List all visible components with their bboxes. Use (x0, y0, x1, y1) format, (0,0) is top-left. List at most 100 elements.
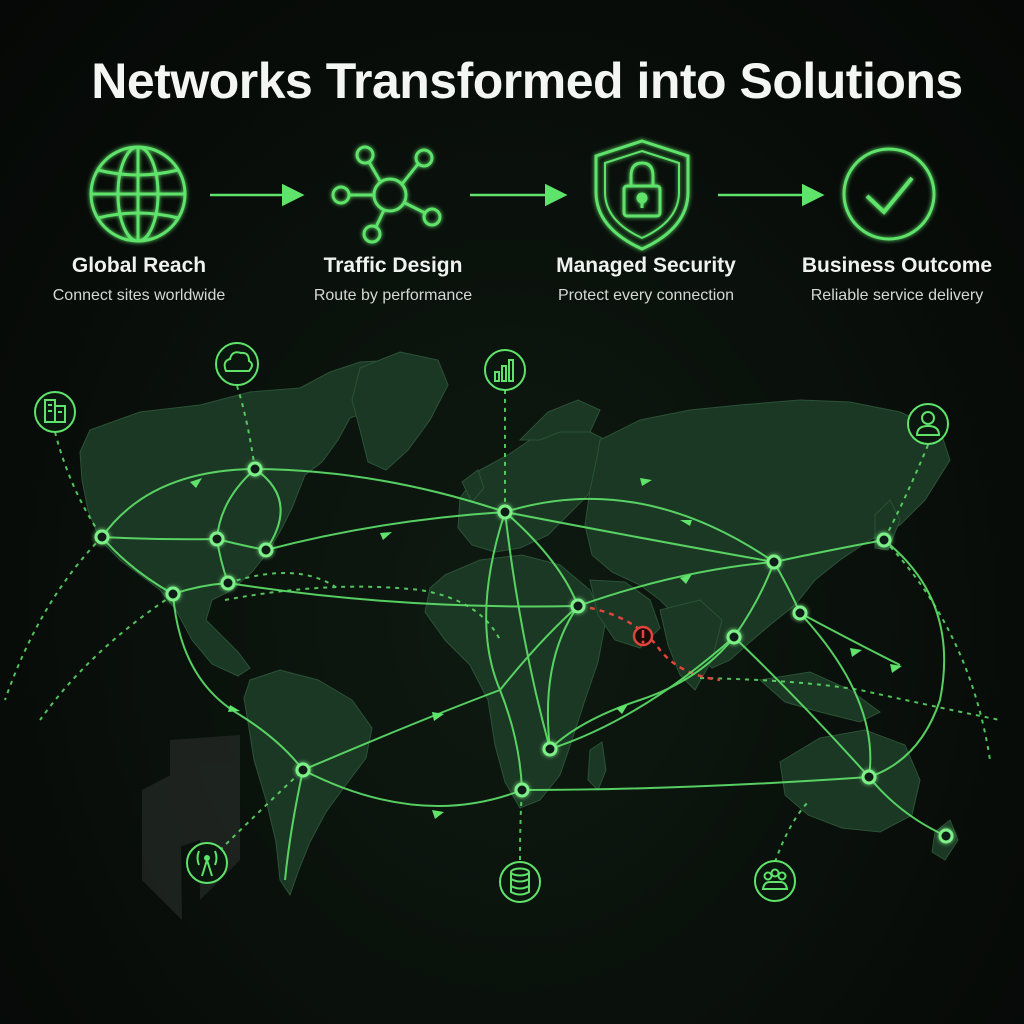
team-icon (754, 860, 796, 902)
route-arrow (850, 648, 862, 657)
network-node (766, 554, 782, 570)
dashed-link (39, 594, 174, 721)
alert-link (579, 604, 721, 682)
route (868, 539, 946, 778)
network-node (861, 769, 877, 785)
dashed-link (206, 769, 304, 864)
route (799, 612, 872, 778)
dashed-link (774, 799, 811, 863)
route (265, 511, 506, 551)
antenna-icon (186, 842, 228, 884)
continent-uk (461, 469, 485, 503)
alert-icon (632, 625, 654, 647)
continent-greenland (351, 351, 449, 471)
continent-southeast-asia (758, 671, 881, 723)
route (504, 511, 775, 563)
continent-scandinavia (518, 399, 601, 441)
network-node (514, 782, 530, 798)
step-label-managed-security: Managed Security (556, 254, 736, 277)
checkmark-circle-icon (842, 147, 936, 241)
route (733, 636, 870, 778)
network-node (209, 531, 225, 547)
step-subtitle-traffic-design: Route by performance (313, 287, 473, 304)
network-node (876, 532, 892, 548)
network-node (792, 605, 808, 621)
route-arrow (890, 664, 902, 673)
route (799, 612, 901, 666)
cloud-icon (215, 342, 259, 386)
globe-icon (89, 145, 187, 243)
map-badges (34, 342, 949, 903)
continent-asia (584, 399, 951, 669)
step-label-traffic-design: Traffic Design (323, 254, 463, 277)
route-arrow (380, 532, 392, 540)
route (549, 636, 735, 750)
route (216, 468, 256, 540)
route (577, 561, 775, 607)
step-subtitle-global-reach: Connect sites worldwide (52, 287, 226, 304)
network-node (295, 762, 311, 778)
bar-chart-icon (484, 349, 526, 391)
step-label-global-reach: Global Reach (71, 254, 207, 277)
dashed-link (224, 585, 501, 641)
dashed-link (699, 677, 1001, 721)
step-label-business-outcome: Business Outcome (801, 254, 993, 277)
user-icon (907, 403, 949, 445)
network-node (570, 598, 586, 614)
route (284, 769, 304, 881)
route (521, 776, 870, 791)
network-node (94, 529, 110, 545)
network-hub-icon (331, 145, 442, 244)
process-flow (89, 139, 936, 251)
continent-north-america (79, 359, 411, 677)
network-node (258, 542, 274, 558)
building-icon (34, 391, 76, 433)
route (227, 582, 579, 608)
route (101, 468, 256, 538)
page-title: Networks Transformed into Solutions (91, 53, 963, 109)
world-map (79, 351, 959, 897)
route (546, 605, 579, 750)
route (302, 769, 523, 807)
network-node (542, 741, 558, 757)
continent-madagascar (587, 741, 607, 791)
route-arrows (190, 478, 902, 819)
dashed-links (4, 385, 1001, 864)
route (504, 511, 579, 607)
route (101, 536, 218, 541)
shield-lock-icon (594, 139, 690, 251)
dashed-link (236, 385, 256, 471)
route (504, 497, 775, 563)
step-subtitle-managed-security: Protect every connection (557, 287, 735, 304)
route (549, 636, 735, 750)
route-arrow (190, 478, 202, 488)
network-node (220, 575, 236, 591)
route-arrow (432, 712, 444, 721)
route (101, 536, 174, 595)
route (499, 605, 579, 691)
route (504, 511, 551, 750)
route-arrow (680, 520, 692, 526)
network-node (938, 828, 954, 844)
route (485, 511, 523, 791)
watermark-logo (142, 735, 240, 920)
continent-south-america (243, 669, 373, 897)
dashed-link (4, 536, 103, 701)
dashed-link (227, 572, 341, 591)
route (172, 593, 304, 771)
network-node (497, 504, 513, 520)
route (254, 468, 506, 513)
route-arrow (640, 478, 652, 486)
route-arrow (228, 705, 240, 712)
route-arrow (680, 574, 692, 584)
network-node (726, 629, 742, 645)
continent-africa (424, 554, 606, 809)
route (254, 468, 282, 551)
network-node (247, 461, 263, 477)
dashed-link (883, 444, 929, 541)
continent-australia (779, 729, 921, 833)
network-node (165, 586, 181, 602)
network-nodes (94, 461, 954, 844)
